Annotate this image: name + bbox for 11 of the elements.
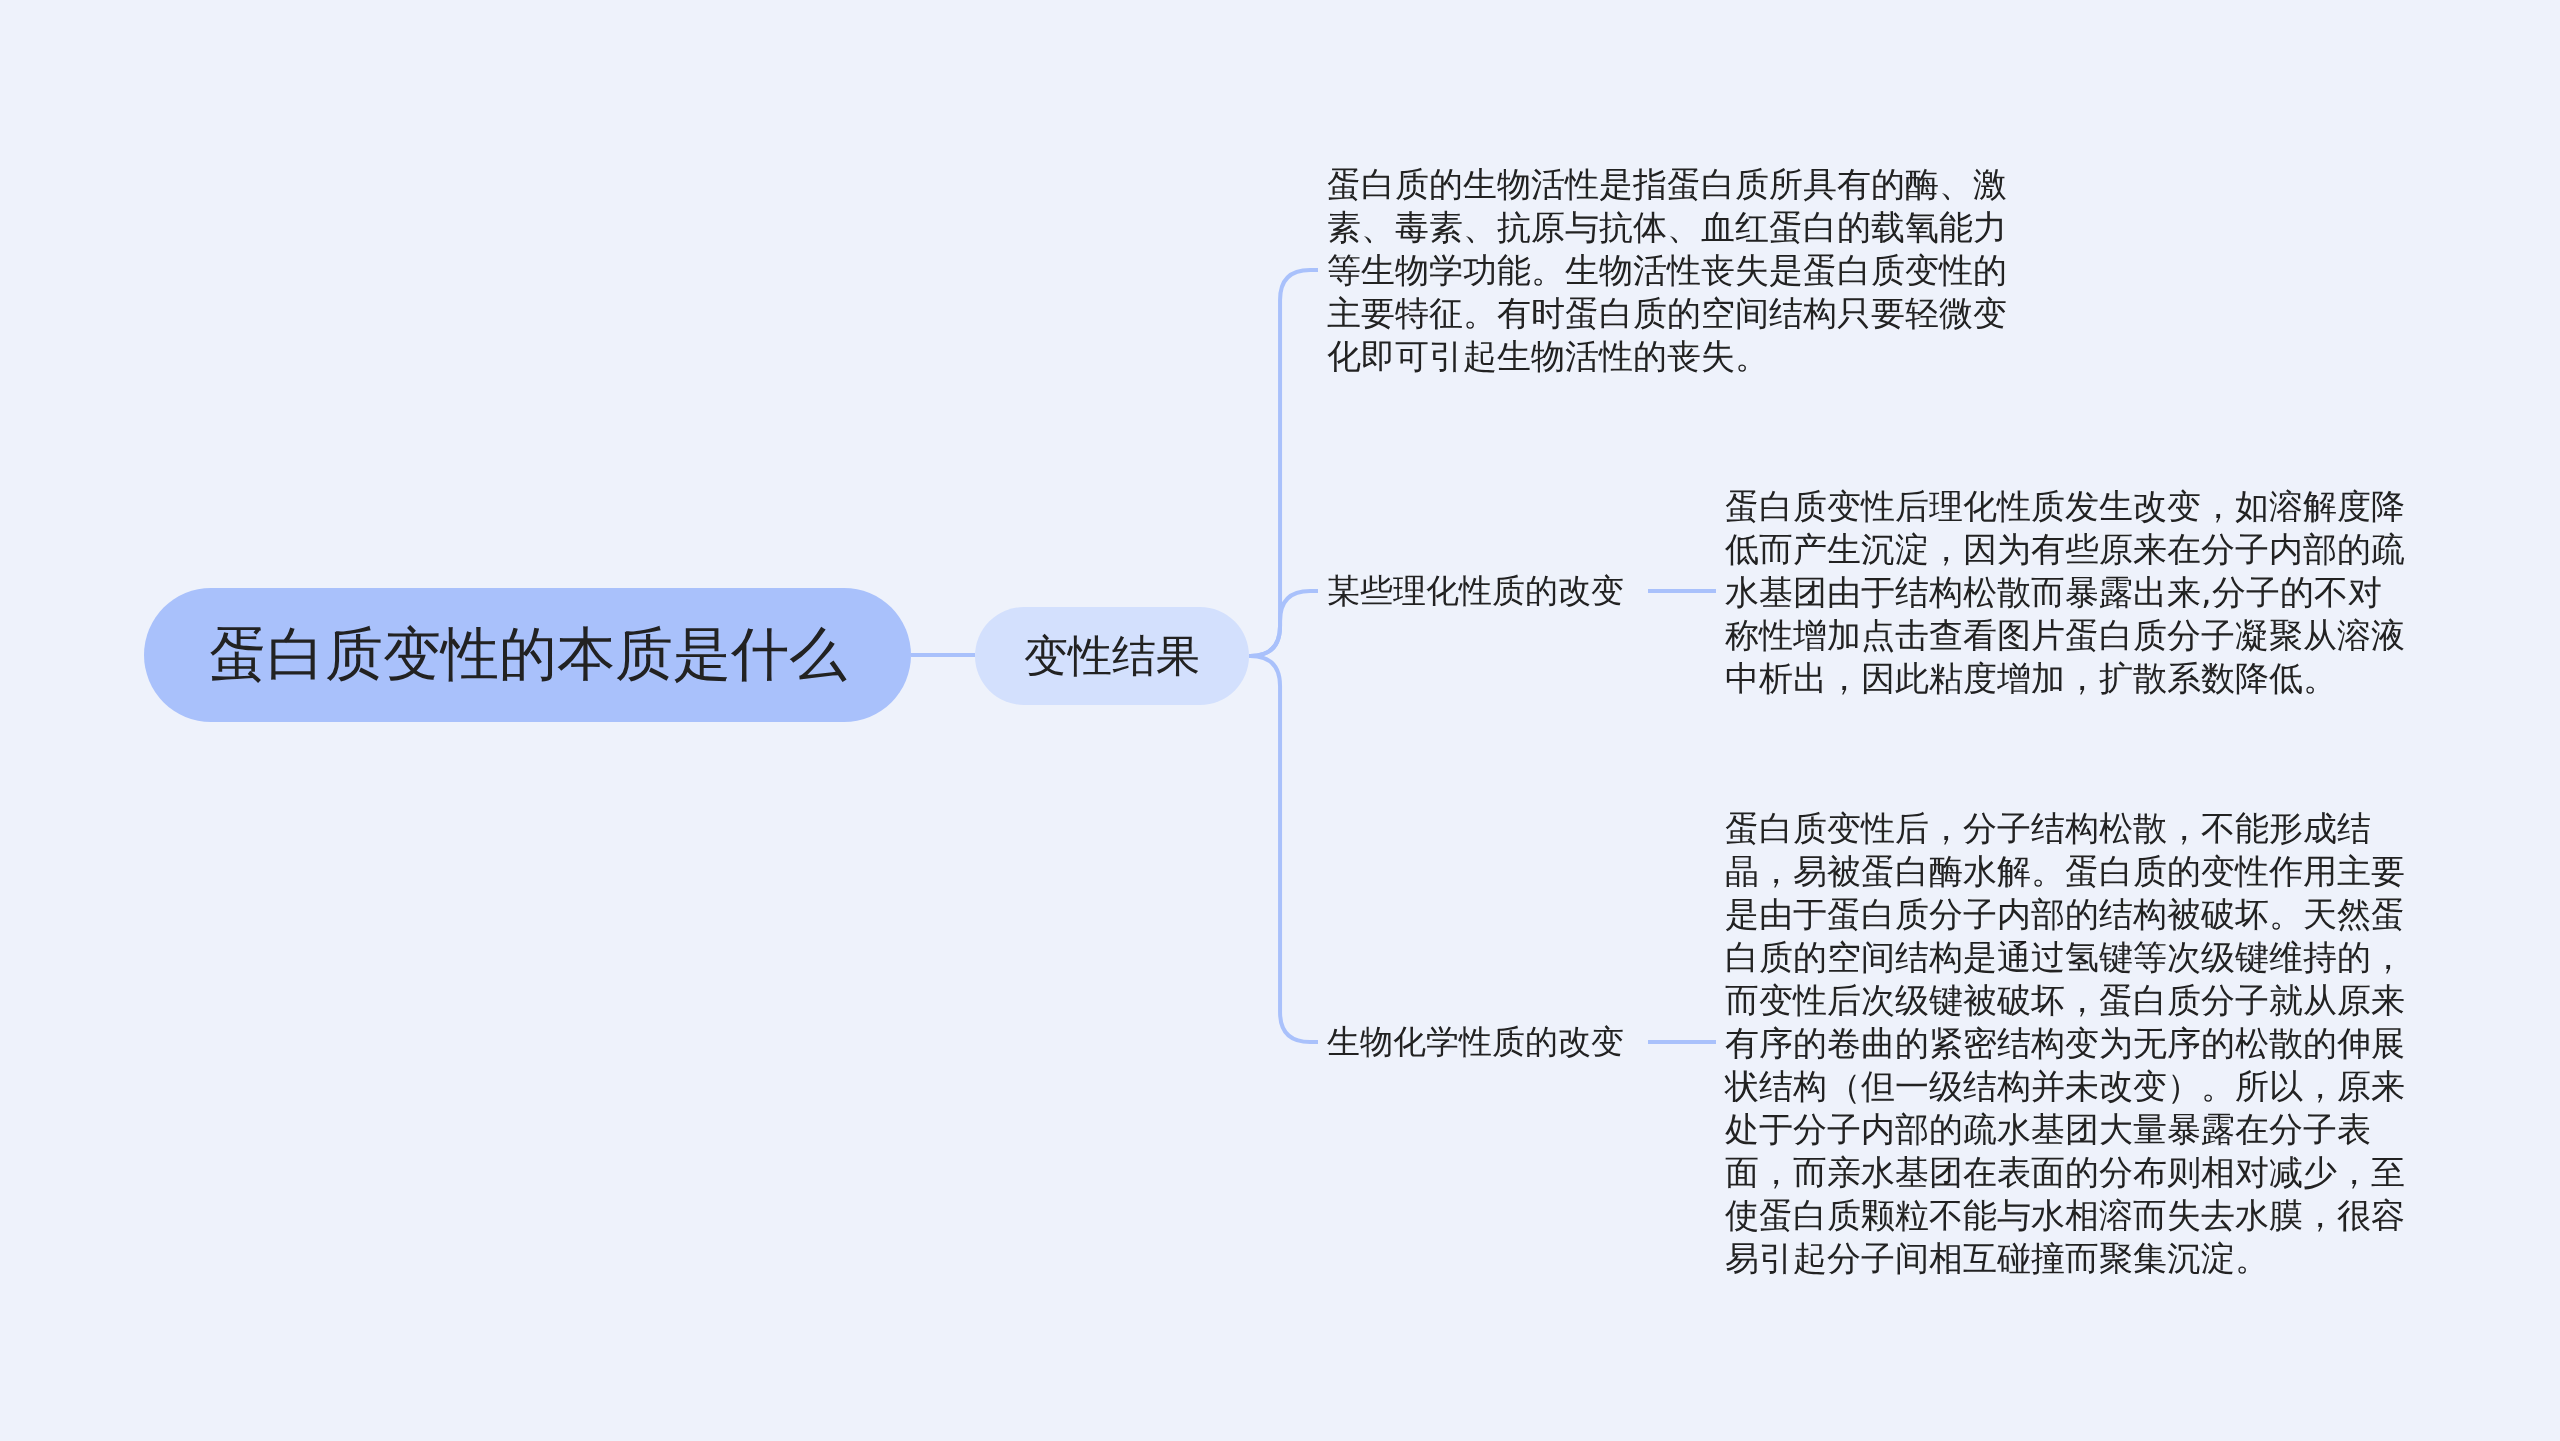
connector-line — [1248, 654, 1318, 1044]
connector-line — [1648, 1040, 1716, 1044]
branch-label: 生物化学性质的改变 — [1318, 1016, 1648, 1068]
branch-topic: 变性结果 — [975, 607, 1249, 705]
central-topic: 蛋白质变性的本质是什么 — [144, 588, 911, 722]
branch-label: 某些理化性质的改变 — [1318, 565, 1648, 617]
note-text: 蛋白质变性后理化性质发生改变，如溶解度降低而产生沉淀，因为有些原来在分子内部的疏水基团由于结构松散而暴露出来,分子的不对称性增加点击查看图片蛋白质分子凝聚从溶液中析出，因此粘度增加，扩散系数降低。 — [1716, 476, 2416, 708]
note-text: 蛋白质的生物活性是指蛋白质所具有的酶、激素、毒素、抗原与抗体、血红蛋白的载氧能力等生物学功能。生物活性丧失是蛋白质变性的主要特征。有时蛋白质的空间结构只要轻微变化即可引起生物活性的丧失。 — [1318, 152, 2018, 388]
connector-line — [911, 653, 975, 657]
connector-line — [1648, 589, 1716, 593]
note-text: 蛋白质变性后，分子结构松散，不能形成结晶，易被蛋白酶水解。蛋白质的变性作用主要是由于蛋白质分子内部的结构被破坏。天然蛋白质的空间结构是通过氢键等次级键维持的，而变性后次级键被破坏，蛋白质分子就从原来有序的卷曲的紧密结构变为无序的松散的伸展状结构（但一级结构并未改变）。所以，原来处于分子内部的疏水基团大量暴露在分子表面，而亲水基团在表面的分布则相对减少，至使蛋白质颗粒不能与水相溶而失去水膜，很容易引起分子间相互碰撞而聚集沉淀。 — [1716, 798, 2416, 1288]
